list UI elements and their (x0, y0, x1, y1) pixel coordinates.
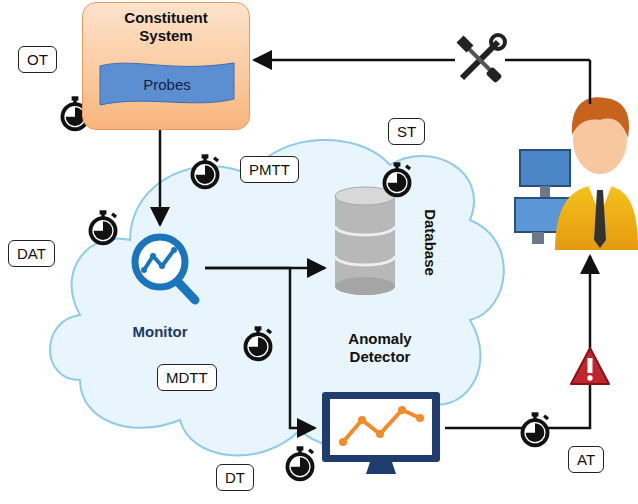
time-label: PMTT (240, 156, 299, 183)
feedback-arrow (254, 59, 455, 62)
node-label: Database (422, 198, 439, 288)
time-label: DT (216, 464, 254, 491)
feedback-line (505, 59, 590, 62)
time-label-text: DT (225, 469, 245, 486)
stopwatch (191, 154, 220, 189)
node-label: Monitor (115, 323, 205, 340)
warning-icon (571, 348, 609, 384)
time-label: OT (18, 46, 57, 73)
database-icon (335, 187, 395, 295)
stopwatch (244, 326, 273, 361)
node-label: Constituent System (87, 9, 245, 45)
connector (159, 130, 162, 225)
time-label-text: ST (397, 123, 416, 140)
feedback-line (589, 60, 592, 104)
stopwatch (89, 210, 118, 245)
time-label: ST (388, 118, 425, 145)
alert-arrow (445, 256, 590, 428)
stopwatch (286, 446, 315, 481)
detector-screen (322, 392, 440, 474)
stopwatch (521, 412, 550, 447)
stopwatch (383, 162, 412, 197)
monitor-node: Monitor (115, 225, 205, 340)
probes-banner: Probes (99, 61, 235, 107)
operator-figure (515, 97, 638, 250)
time-label-text: DAT (17, 245, 46, 262)
time-label-text: MDTT (166, 369, 208, 386)
time-label-text: OT (27, 51, 48, 68)
time-label: DAT (8, 240, 55, 267)
node-label: Probes (143, 76, 191, 93)
system-box: Constituent SystemProbes (82, 2, 250, 130)
monitor-icon (135, 237, 195, 300)
node-label: Anomaly Detector (325, 330, 435, 366)
detector-node: Anomaly Detector (315, 330, 445, 475)
connector (205, 268, 315, 428)
time-label-text: PMTT (249, 161, 290, 178)
time-label-text: AT (577, 451, 595, 468)
time-label: AT (568, 446, 604, 473)
database-node: Database (325, 182, 445, 304)
time-label: MDTT (157, 364, 217, 391)
tools-icon (455, 35, 505, 84)
